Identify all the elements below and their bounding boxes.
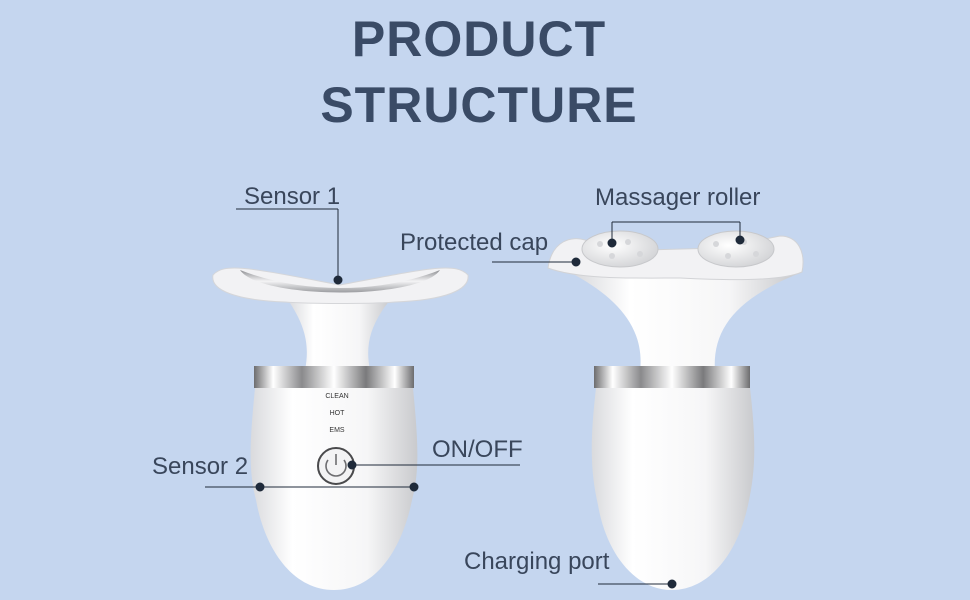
label-on-off: ON/OFF bbox=[432, 436, 523, 463]
massager-roller-icon bbox=[581, 230, 659, 268]
label-protected-cap: Protected cap bbox=[400, 229, 549, 256]
device-front-view bbox=[212, 267, 469, 590]
page-title-line2: STRUCTURE bbox=[320, 77, 638, 133]
label-sensor-1: Sensor 1 bbox=[244, 183, 341, 210]
device-rear-view bbox=[547, 230, 804, 590]
leader-lines bbox=[205, 208, 745, 589]
mode-label-hot: HOT bbox=[329, 410, 345, 417]
label-massager-roller: Massager roller bbox=[595, 184, 761, 211]
label-charging-port: Charging port bbox=[464, 548, 610, 575]
massager-roller-icon bbox=[697, 230, 775, 268]
sensor-plate-icon bbox=[240, 270, 440, 293]
mode-label-ems: EMS bbox=[329, 427, 345, 434]
label-sensor-2: Sensor 2 bbox=[152, 453, 249, 480]
mode-label-clean: CLEAN bbox=[325, 393, 349, 400]
page-title-line1: PRODUCT bbox=[351, 11, 607, 67]
